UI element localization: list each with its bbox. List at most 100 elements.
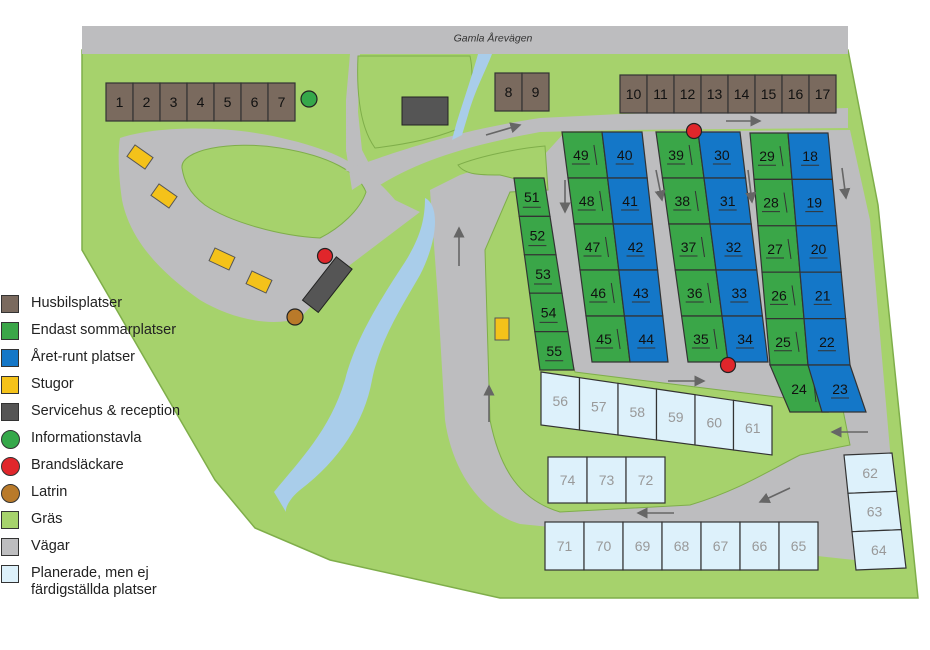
summer-label-54: 54 [541, 304, 557, 320]
husbil-site-9 [521, 72, 550, 112]
block-b-yearround-label-34: 34 [737, 331, 753, 347]
legend-label: Husbilsplatser [31, 295, 123, 311]
pitch-divider [779, 146, 784, 167]
husbil-site-1 [105, 82, 134, 122]
block-c-summer-label-24: 24 [791, 381, 807, 397]
husbil-site-label-3: 3 [170, 94, 178, 110]
planned-site-68 [661, 521, 702, 571]
summer-label-51: 51 [524, 189, 540, 205]
pitch-divider [616, 328, 621, 350]
planned-site-66 [739, 521, 780, 571]
husbil-site-8 [494, 72, 523, 112]
grass-west-island [181, 144, 367, 239]
husbil-site-10 [619, 74, 648, 114]
summer-label-55: 55 [546, 343, 562, 359]
planned-site-label-70: 70 [596, 538, 612, 554]
block-a-summer-label-46: 46 [591, 285, 607, 301]
husbil-site-2 [132, 82, 161, 122]
pitch-divider [707, 282, 712, 304]
husbil-site-label-6: 6 [251, 94, 259, 110]
legend-item: Stugor [0, 376, 230, 398]
husbil-site-label-13: 13 [707, 86, 723, 102]
road-square-icon [1, 538, 19, 556]
planned-label-56: 56 [552, 393, 568, 409]
legend-item: Gräs [0, 511, 230, 533]
legend-item: Planerade, men ej färdigställda platser [0, 565, 230, 598]
planned-site-72 [625, 456, 666, 504]
legend-item: Brandsläckare [0, 457, 230, 479]
block-c-yearround-label-19: 19 [807, 195, 823, 211]
legend-item: Endast sommarplatser [0, 322, 230, 344]
planned-label-59: 59 [668, 409, 684, 425]
latrine-marker [286, 308, 304, 326]
legend-label: Året-runt platser [31, 349, 135, 365]
planned-site-label-72: 72 [638, 472, 654, 488]
grass-square-icon [1, 511, 19, 529]
summer-square-icon [1, 322, 19, 340]
planned-label-57: 57 [591, 399, 607, 415]
traffic-arrow [654, 169, 666, 202]
block-b-yearround-label-33: 33 [732, 285, 748, 301]
planned-site-64 [851, 529, 907, 571]
block-a-yearround-label-41: 41 [622, 193, 638, 209]
husbil-site-3 [159, 82, 188, 122]
block-b-summer-label-38: 38 [675, 193, 691, 209]
block-c-summer-label-29: 29 [759, 148, 775, 164]
husbil-site-label-15: 15 [761, 86, 777, 102]
husbil-site-label-4: 4 [197, 94, 205, 110]
fire-extinguisher-marker [719, 356, 737, 374]
pitch-divider [694, 190, 699, 212]
info-board-marker [300, 90, 318, 108]
block-c-yearround-label-20: 20 [811, 241, 827, 257]
cabin-square-icon [1, 376, 19, 394]
pitch-divider [783, 192, 788, 213]
pitch-divider [701, 236, 705, 258]
planned-site-label-67: 67 [713, 538, 729, 554]
legend-label: Stugor [31, 376, 74, 392]
husbil-site-label-5: 5 [224, 94, 232, 110]
legend-label: Latrin [31, 484, 68, 500]
husbil-site-7 [267, 82, 296, 122]
legend-item: Latrin [0, 484, 230, 506]
cabin [245, 270, 273, 294]
legend-label: Planerade, men ej färdigställda platser [31, 565, 157, 598]
husbil-site-13 [700, 74, 729, 114]
husbil-site-label-11: 11 [653, 86, 668, 102]
pitch-divider [713, 328, 718, 350]
planned-label-63: 63 [867, 504, 883, 520]
planned-square-icon [1, 565, 19, 583]
service-building-north [401, 96, 449, 126]
block-a-yearround-label-42: 42 [628, 239, 644, 255]
cabin [126, 144, 154, 170]
stream-main [274, 198, 436, 512]
planned-site-70 [583, 521, 624, 571]
planned-site-label-73: 73 [599, 472, 615, 488]
road-name-label: Gamla Årevägen [454, 32, 533, 45]
husbil-site-label-2: 2 [143, 94, 151, 110]
pitch-divider [605, 236, 609, 258]
legend-item: Informationstavla [0, 430, 230, 452]
husbil-site-label-8: 8 [505, 84, 513, 100]
cabin [150, 183, 178, 209]
planned-label-62: 62 [862, 465, 878, 481]
husbil-square-icon [1, 295, 19, 313]
legend-label: Endast sommarplatser [31, 322, 177, 338]
planned-site-label-68: 68 [674, 538, 690, 554]
block-a-yearround-label-43: 43 [633, 285, 649, 301]
legend-item: Husbilsplatser [0, 295, 230, 317]
planned-site-61 [732, 399, 773, 456]
legend-item: Servicehus & reception [0, 403, 230, 425]
planned-label-61: 61 [745, 420, 761, 436]
legend-label: Brandsläckare [31, 457, 124, 473]
planned-site-label-66: 66 [752, 538, 768, 554]
husbil-site-6 [240, 82, 269, 122]
block-c-summer-label-25: 25 [775, 334, 791, 350]
road-north-link-inner [346, 54, 358, 180]
summer-site-55 [534, 331, 575, 371]
pitch-divider [791, 285, 796, 306]
yearround-square-icon [1, 349, 19, 367]
block-b-summer-label-35: 35 [693, 331, 709, 347]
block-b-yearround-site-34 [721, 315, 769, 363]
planned-site-73 [586, 456, 627, 504]
